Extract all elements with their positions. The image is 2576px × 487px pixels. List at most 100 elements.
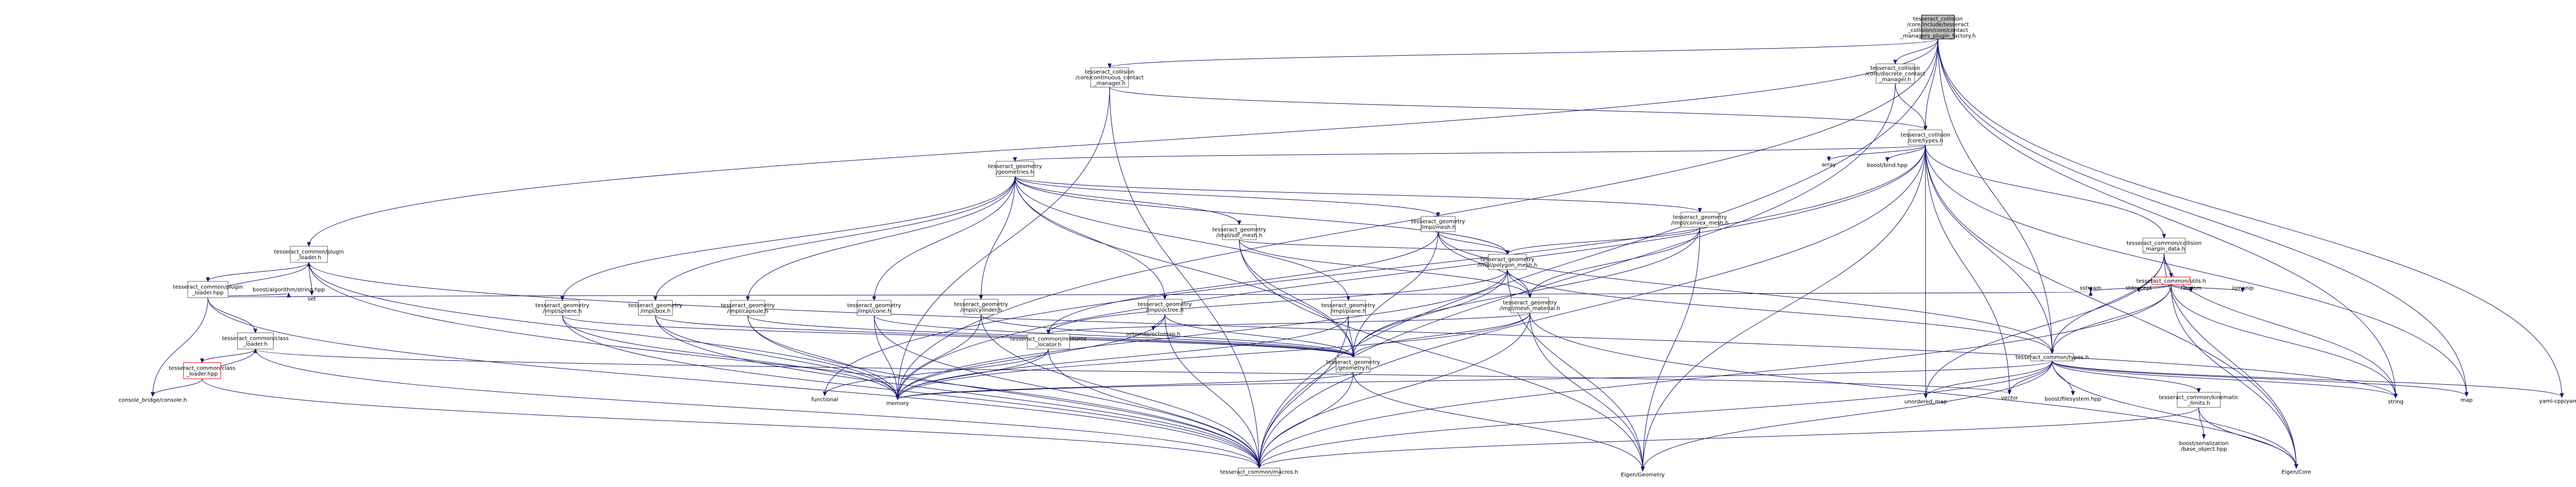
node-label-line: /core/include/tesseract	[1907, 22, 1969, 28]
node-macros[interactable]: tesseract_common/macros.h	[1220, 468, 1298, 476]
node-label-line: tesseract_geometry	[1326, 359, 1380, 365]
node-cylinder[interactable]: tesseract_geometry/impl/cylinder.h	[954, 299, 1008, 315]
node-label-line: tesseract_geometry	[847, 302, 901, 308]
node-resloc[interactable]: tesseract_common/resource_locator.h	[1010, 333, 1087, 350]
node-label-line: console_bridge/console.h	[118, 398, 187, 404]
node-classloader[interactable]: tesseract_common/class_loader.h	[222, 332, 289, 350]
dependency-edge	[2050, 253, 2164, 354]
node-label-line: tesseract_common/resource	[1010, 336, 1087, 342]
node-label-line: memory	[886, 401, 909, 407]
dependency-edge	[1438, 231, 2055, 354]
dependency-edge	[1895, 83, 1928, 131]
node-sphere[interactable]: tesseract_geometry/impl/sphere.h	[535, 300, 590, 316]
node-label-line: set	[308, 297, 316, 302]
node-classhpp[interactable]: tesseract_common/class_loader.hpp	[169, 362, 235, 379]
node-disc[interactable]: tesseract_collision/core/discrete_contac…	[1865, 63, 1925, 84]
node-geometry[interactable]: tesseract_geometry/geometry.h	[1326, 357, 1380, 373]
node-label-line: tesseract_geometry	[721, 302, 775, 308]
node-sdf[interactable]: tesseract_geometry/impl/sdf_mesh.h	[1212, 224, 1266, 240]
dependency-edge	[2007, 360, 2052, 395]
node-umap: unordered_map	[1904, 399, 1947, 405]
dependency-edge	[1937, 38, 2564, 398]
node-cont[interactable]: tesseract_collision/core/continuous_cont…	[1076, 67, 1144, 88]
node-polygon[interactable]: tesseract_geometry/impl/polygon_mesh.h	[1478, 254, 1537, 270]
dependency-edge	[1015, 176, 1440, 218]
node-label-line: /impl/sphere.h	[543, 308, 582, 314]
dependency-edge	[1826, 144, 1926, 162]
node-pluginhpp[interactable]: tesseract_common/plugin_loader.hpp	[173, 281, 243, 298]
node-label-line: tesseract_common/class	[222, 335, 289, 341]
node-label-line: _managers_plugin_factory.h	[1900, 33, 1976, 39]
dependency-edge	[1353, 372, 1645, 472]
dependency-edge	[207, 297, 1261, 469]
node-label-line: /impl/capsule.h	[727, 308, 768, 314]
node-functional: functional	[811, 397, 838, 403]
node-console: console_bridge/console.h	[118, 398, 187, 404]
dependency-edge	[308, 262, 2398, 399]
node-label-line: sstream	[2080, 286, 2101, 292]
dependency-edge	[1046, 269, 1508, 335]
dependency-edge	[200, 348, 256, 364]
node-label-line: _manager.h	[1093, 81, 1125, 87]
dependency-edge	[1257, 38, 1938, 469]
node-meshmat[interactable]: tesseract_geometry/impl/mesh_material.h	[1500, 297, 1560, 313]
dependency-edge	[308, 262, 900, 400]
dependency-edge	[2088, 284, 2171, 293]
dependency-edge	[2170, 284, 2193, 293]
dependency-edge	[1257, 407, 2199, 469]
dependency-edge	[2198, 407, 2299, 469]
dependency-edge	[1239, 239, 1645, 472]
node-mesh[interactable]: tesseract_geometry/impl/mesh.h	[1411, 216, 1465, 232]
node-label-line: /impl/polygon_mesh.h	[1478, 262, 1537, 268]
node-ctypes[interactable]: tesseract_common/types.h	[2016, 353, 2089, 361]
node-utils[interactable]: tesseract_common/utils.h	[2136, 277, 2206, 285]
node-label-line: /core/types.h	[1908, 138, 1943, 144]
dependency-edge	[560, 176, 1016, 301]
node-label-line: boost/filesystem.hpp	[2045, 397, 2102, 403]
node-sstream: sstream	[2080, 286, 2101, 292]
node-label-line: _loader.hpp	[186, 371, 218, 377]
dependency-edge	[1109, 87, 1928, 131]
node-geoms[interactable]: tesseract_geometry/geometries.h	[988, 161, 1042, 177]
node-eigencore: Eigen/Core	[2282, 470, 2311, 476]
node-label-line: /impl/sdf_mesh.h	[1216, 233, 1262, 239]
node-cone[interactable]: tesseract_geometry/impl/cone.h	[847, 300, 901, 316]
node-types[interactable]: tesseract_collision/core/types.h	[1900, 129, 1950, 146]
dependency-edge	[1640, 144, 1926, 472]
node-box[interactable]: tesseract_geometry/impl/box.h	[628, 300, 683, 316]
node-label-line: tesseract_geometry	[535, 302, 590, 308]
dependency-edge	[1438, 231, 1509, 255]
node-label-line: _loader.h	[243, 341, 268, 347]
node-string: string	[2388, 399, 2403, 405]
dependency-edge	[1015, 176, 1702, 213]
node-label-line: map	[2461, 398, 2473, 404]
node-plugin[interactable]: tesseract_common/plugin_loader.h	[274, 246, 344, 263]
node-octree[interactable]: tesseract_geometry/impl/octree.h	[1138, 299, 1192, 315]
node-kin[interactable]: tesseract_common/kinematic_limits.h	[2159, 392, 2239, 408]
dependency-edge	[1239, 239, 1355, 358]
node-label-line: random	[2181, 286, 2202, 292]
node-capsule[interactable]: tesseract_geometry/impl/capsule.h	[721, 300, 775, 316]
node-layer: tesseract_collision/core/include/tessera…	[118, 15, 2576, 478]
dependency-edge	[150, 297, 208, 397]
node-root[interactable]: tesseract_collision/core/include/tessera…	[1900, 15, 1976, 40]
dependency-edge	[1507, 269, 1532, 299]
dependency-edge	[872, 176, 1016, 301]
node-margin[interactable]: tesseract_common/collision_margin_data.h	[2127, 238, 2202, 254]
node-label-line: tesseract_common/types.h	[2016, 355, 2089, 361]
dependency-edge	[2051, 360, 2469, 397]
dependency-edge	[823, 144, 1926, 397]
node-label-line: _manager.h	[1879, 77, 1911, 83]
node-yaml: yaml-cpp/yaml.h	[2539, 399, 2576, 405]
dependency-edge	[1937, 38, 2469, 397]
node-label-line: /impl/convex_mesh.h	[1671, 220, 1729, 226]
node-plane[interactable]: tesseract_geometry/impl/plane.h	[1321, 300, 1375, 316]
node-map: map	[2461, 398, 2473, 404]
node-convex[interactable]: tesseract_geometry/impl/convex_mesh.h	[1671, 212, 1729, 228]
dependency-edge	[1257, 312, 1531, 469]
node-label-line: tesseract_common/macros.h	[1220, 470, 1298, 476]
node-label-line: octomap/octomap.h	[1126, 332, 1181, 338]
dependency-edge	[2051, 360, 2299, 469]
dependency-edge	[1925, 144, 2055, 354]
dependency-edge	[1048, 348, 1261, 469]
